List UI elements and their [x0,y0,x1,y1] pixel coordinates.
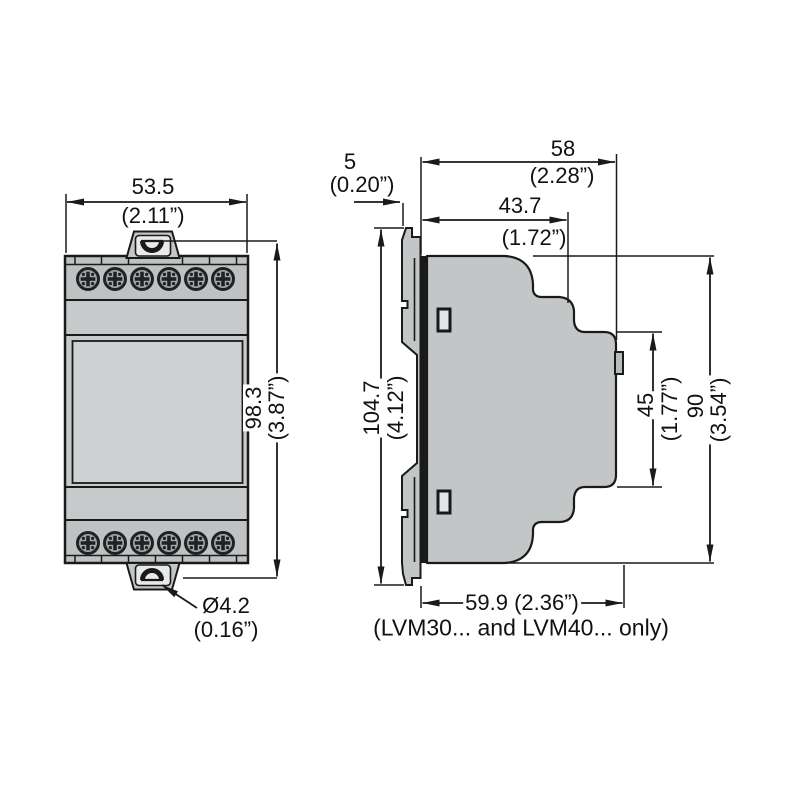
depth-in-label: (2.28”) [529,163,595,188]
rail-plate-divider [420,256,428,563]
overall-height-in-label: (4.12”) [383,373,408,443]
depth-with-clip-label: 59.9 (2.36”) [463,590,581,615]
body-height-in-label: (3.54”) [706,375,731,445]
hole-diameter-in-label: (0.16”) [193,617,259,642]
leader-hole [161,584,198,609]
front-height-in-label: (3.87”) [264,373,289,443]
side-body [425,254,618,565]
front-face-tab [614,351,624,375]
depth-mm-label: 58 [550,136,576,161]
display-panel [71,340,244,484]
mounting-slot-upper [436,307,452,333]
front-width-mm-label: 53.5 [131,174,175,199]
extension-lines [65,154,714,608]
side-view [401,227,624,586]
front-section-height-in-label: (1.77”) [657,374,682,444]
upper-depth-mm-label: 43.7 [498,193,542,218]
top-mount-tab [125,230,181,259]
front-section-height-mm-label: 45 [633,390,658,420]
overall-height-mm-label: 104.7 [359,378,384,438]
front-view [63,230,250,591]
hole-diameter-mm-label: Ø4.2 [202,593,250,618]
upper-depth-in-label: (1.72”) [501,225,567,250]
body-height-mm-label: 90 [683,391,708,421]
front-height-mm-label: 98.3 [241,384,266,432]
rail-plate-in-label: (0.20”) [329,172,395,197]
front-width-in-label: (2.11”) [121,203,185,228]
caption: (LVM30... and LVM40... only) [373,614,669,641]
bottom-mount-tab [125,562,181,591]
mounting-slot-lower [436,489,452,515]
terminal-dividers [74,257,238,563]
rail-plate-mm-label: 5 [343,149,357,174]
